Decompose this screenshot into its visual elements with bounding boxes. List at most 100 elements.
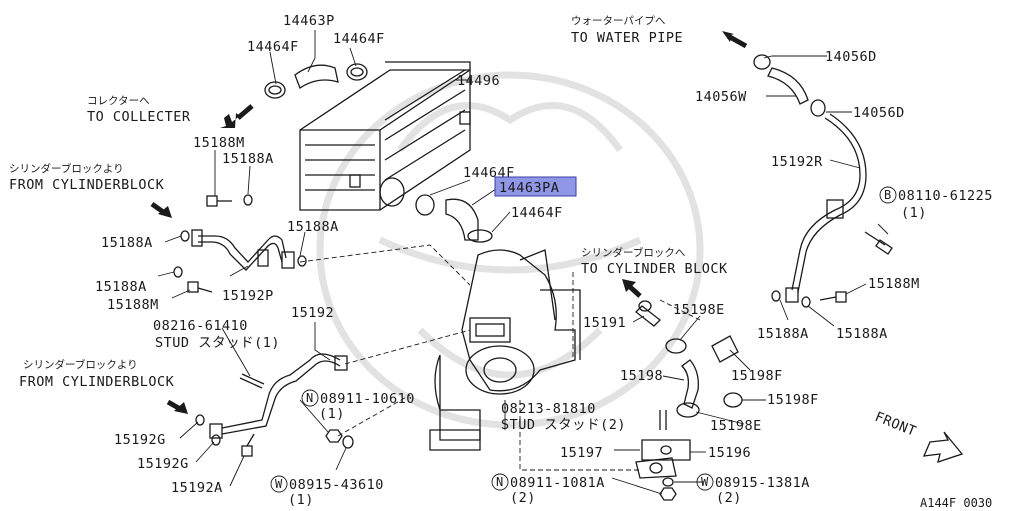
clamp-14056D-top[interactable]	[753, 54, 771, 70]
label-08915-43610[interactable]: 08915-43610	[289, 477, 384, 493]
label-14056D-top[interactable]: 14056D	[825, 49, 877, 65]
bolt-15192A[interactable]	[241, 433, 255, 457]
washer-15188A-right[interactable]	[297, 255, 307, 267]
qty-08915-1381A: (2)	[716, 490, 742, 506]
connector-15191[interactable]	[635, 300, 661, 327]
label-15192A[interactable]: 15192A	[171, 480, 223, 496]
stud-08216[interactable]	[239, 373, 265, 389]
label-08911-1081A[interactable]: 08911-1081A	[510, 475, 605, 491]
label-08213[interactable]: 08213-81810	[501, 401, 596, 417]
washer-08915-43610[interactable]	[342, 435, 354, 449]
turbocharger-assembly[interactable]	[429, 249, 581, 451]
gasket-15196[interactable]	[641, 439, 691, 461]
label-15198F-lower[interactable]: 15198F	[767, 392, 819, 408]
circle-N-icon-2	[491, 473, 509, 491]
label-15188A-left2[interactable]: 15188A	[95, 279, 147, 295]
bolt-15188M-lower[interactable]	[187, 281, 213, 293]
label-15192[interactable]: 15192	[291, 305, 334, 321]
label-14056D-lower[interactable]: 14056D	[853, 105, 905, 121]
label-14464F-low[interactable]: 14464F	[511, 205, 563, 221]
label-15188A-right[interactable]: 15188A	[287, 219, 339, 235]
label-14464F-top-left[interactable]: 14464F	[247, 39, 299, 55]
clamp-14056D-lower[interactable]	[810, 99, 826, 117]
label-08110[interactable]: 08110-61225	[898, 188, 993, 204]
clamp-14464F-left[interactable]	[264, 81, 286, 99]
clamp-15198E-lower[interactable]	[676, 402, 700, 418]
washer-15188A-left[interactable]	[180, 230, 190, 242]
label-15198E-upper[interactable]: 15198E	[673, 302, 725, 318]
label-15192P[interactable]: 15192P	[222, 288, 274, 304]
oil-pipe-15192P[interactable]	[191, 229, 295, 271]
flange-15197[interactable]	[635, 457, 677, 479]
cyl1-en: FROM CYLINDERBLOCK	[9, 177, 165, 193]
hose-14056W[interactable]	[767, 67, 809, 105]
watermark-emblem	[316, 71, 704, 429]
label-15196[interactable]: 15196	[708, 445, 751, 461]
alignment-lines	[299, 244, 701, 471]
clamp-14464F-low[interactable]	[467, 229, 493, 243]
bolt-15188M-right[interactable]	[819, 291, 847, 303]
collector-en: TO COLLECTER	[87, 109, 191, 125]
qty-08110: (1)	[901, 205, 927, 221]
bolt-15188M-upper[interactable]	[206, 195, 232, 207]
label-15198[interactable]: 15198	[620, 368, 663, 384]
label-15192R[interactable]: 15192R	[771, 154, 823, 170]
cyl1-jp: シリンダーブロックより	[9, 162, 124, 175]
washer-08915-1381A[interactable]	[662, 477, 674, 487]
washer-15188A-right-a[interactable]	[771, 290, 781, 302]
bolt-08110[interactable]	[864, 231, 893, 255]
hose-14463P[interactable]	[294, 64, 339, 89]
label-15188A-right-b[interactable]: 15188A	[836, 326, 888, 342]
label-15192G-lower[interactable]: 15192G	[137, 456, 189, 472]
arrow-to-water-pipe	[722, 31, 748, 49]
highlight-14463PA	[494, 176, 577, 197]
circle-W-icon-1	[270, 475, 288, 493]
label-14463PA[interactable]: 14463PA	[499, 180, 559, 196]
clamp-14464F-mid[interactable]	[415, 194, 435, 216]
water-pipe-15192R[interactable]	[785, 113, 867, 303]
label-08911-10610[interactable]: 08911-10610	[320, 391, 415, 407]
nut-08911-1081A[interactable]	[659, 487, 677, 501]
qty-08915-43610: (1)	[288, 492, 314, 508]
label-15198E-lower[interactable]: 15198E	[710, 418, 762, 434]
water-jp: ウォーターパイプへ	[571, 15, 665, 27]
washer-15192G-upper[interactable]	[195, 414, 205, 426]
label-08216[interactable]: 08216-61410	[153, 318, 248, 334]
stud1-text: STUD スタッド(1)	[155, 335, 280, 351]
washer-15188A-upper[interactable]	[243, 194, 253, 206]
label-15197[interactable]: 15197	[560, 445, 603, 461]
washer-15188A-right-b[interactable]	[801, 296, 811, 308]
connector-15198F-upper[interactable]	[711, 335, 739, 363]
label-15188A-right-a[interactable]: 15188A	[757, 326, 809, 342]
label-14056W[interactable]: 14056W	[695, 89, 747, 105]
label-15192G-upper[interactable]: 15192G	[114, 432, 166, 448]
hose-15198[interactable]	[681, 359, 699, 409]
water-en: TO WATER PIPE	[571, 30, 683, 46]
connector-15198F-lower[interactable]	[723, 392, 743, 408]
label-15188M-upper[interactable]: 15188M	[193, 135, 245, 151]
washer-15188A-left2[interactable]	[173, 266, 183, 278]
hose-14463PA[interactable]	[445, 198, 479, 241]
label-14463P[interactable]: 14463P	[283, 13, 335, 29]
label-08915-1381A[interactable]: 08915-1381A	[715, 475, 810, 491]
label-15188M-lower[interactable]: 15188M	[107, 297, 159, 313]
clamp-15198E-upper[interactable]	[665, 338, 687, 354]
label-15198F-upper[interactable]: 15198F	[731, 368, 783, 384]
cyl2-en: FROM CYLINDERBLOCK	[19, 374, 175, 390]
diagram-code: A144F 0030	[920, 496, 992, 510]
circle-B-icon	[879, 186, 897, 204]
washer-15192G-lower[interactable]	[211, 434, 221, 446]
label-15191[interactable]: 15191	[583, 315, 626, 331]
label-14464F-top-right[interactable]: 14464F	[333, 31, 385, 47]
leader-lines	[157, 30, 889, 495]
clamp-14464F-top[interactable]	[346, 63, 368, 81]
label-15188A-upper[interactable]: 15188A	[222, 151, 274, 167]
label-15188A-left[interactable]: 15188A	[101, 235, 153, 251]
arrow-to-cylinder-block	[622, 279, 642, 298]
label-14496[interactable]: 14496	[457, 73, 500, 89]
nut-08911-10610[interactable]	[325, 429, 343, 443]
label-15188M-right[interactable]: 15188M	[868, 276, 920, 292]
circle-N-letter-1: N	[306, 391, 313, 405]
intercooler-14496[interactable]	[299, 61, 471, 211]
stud-08213[interactable]	[659, 410, 667, 430]
